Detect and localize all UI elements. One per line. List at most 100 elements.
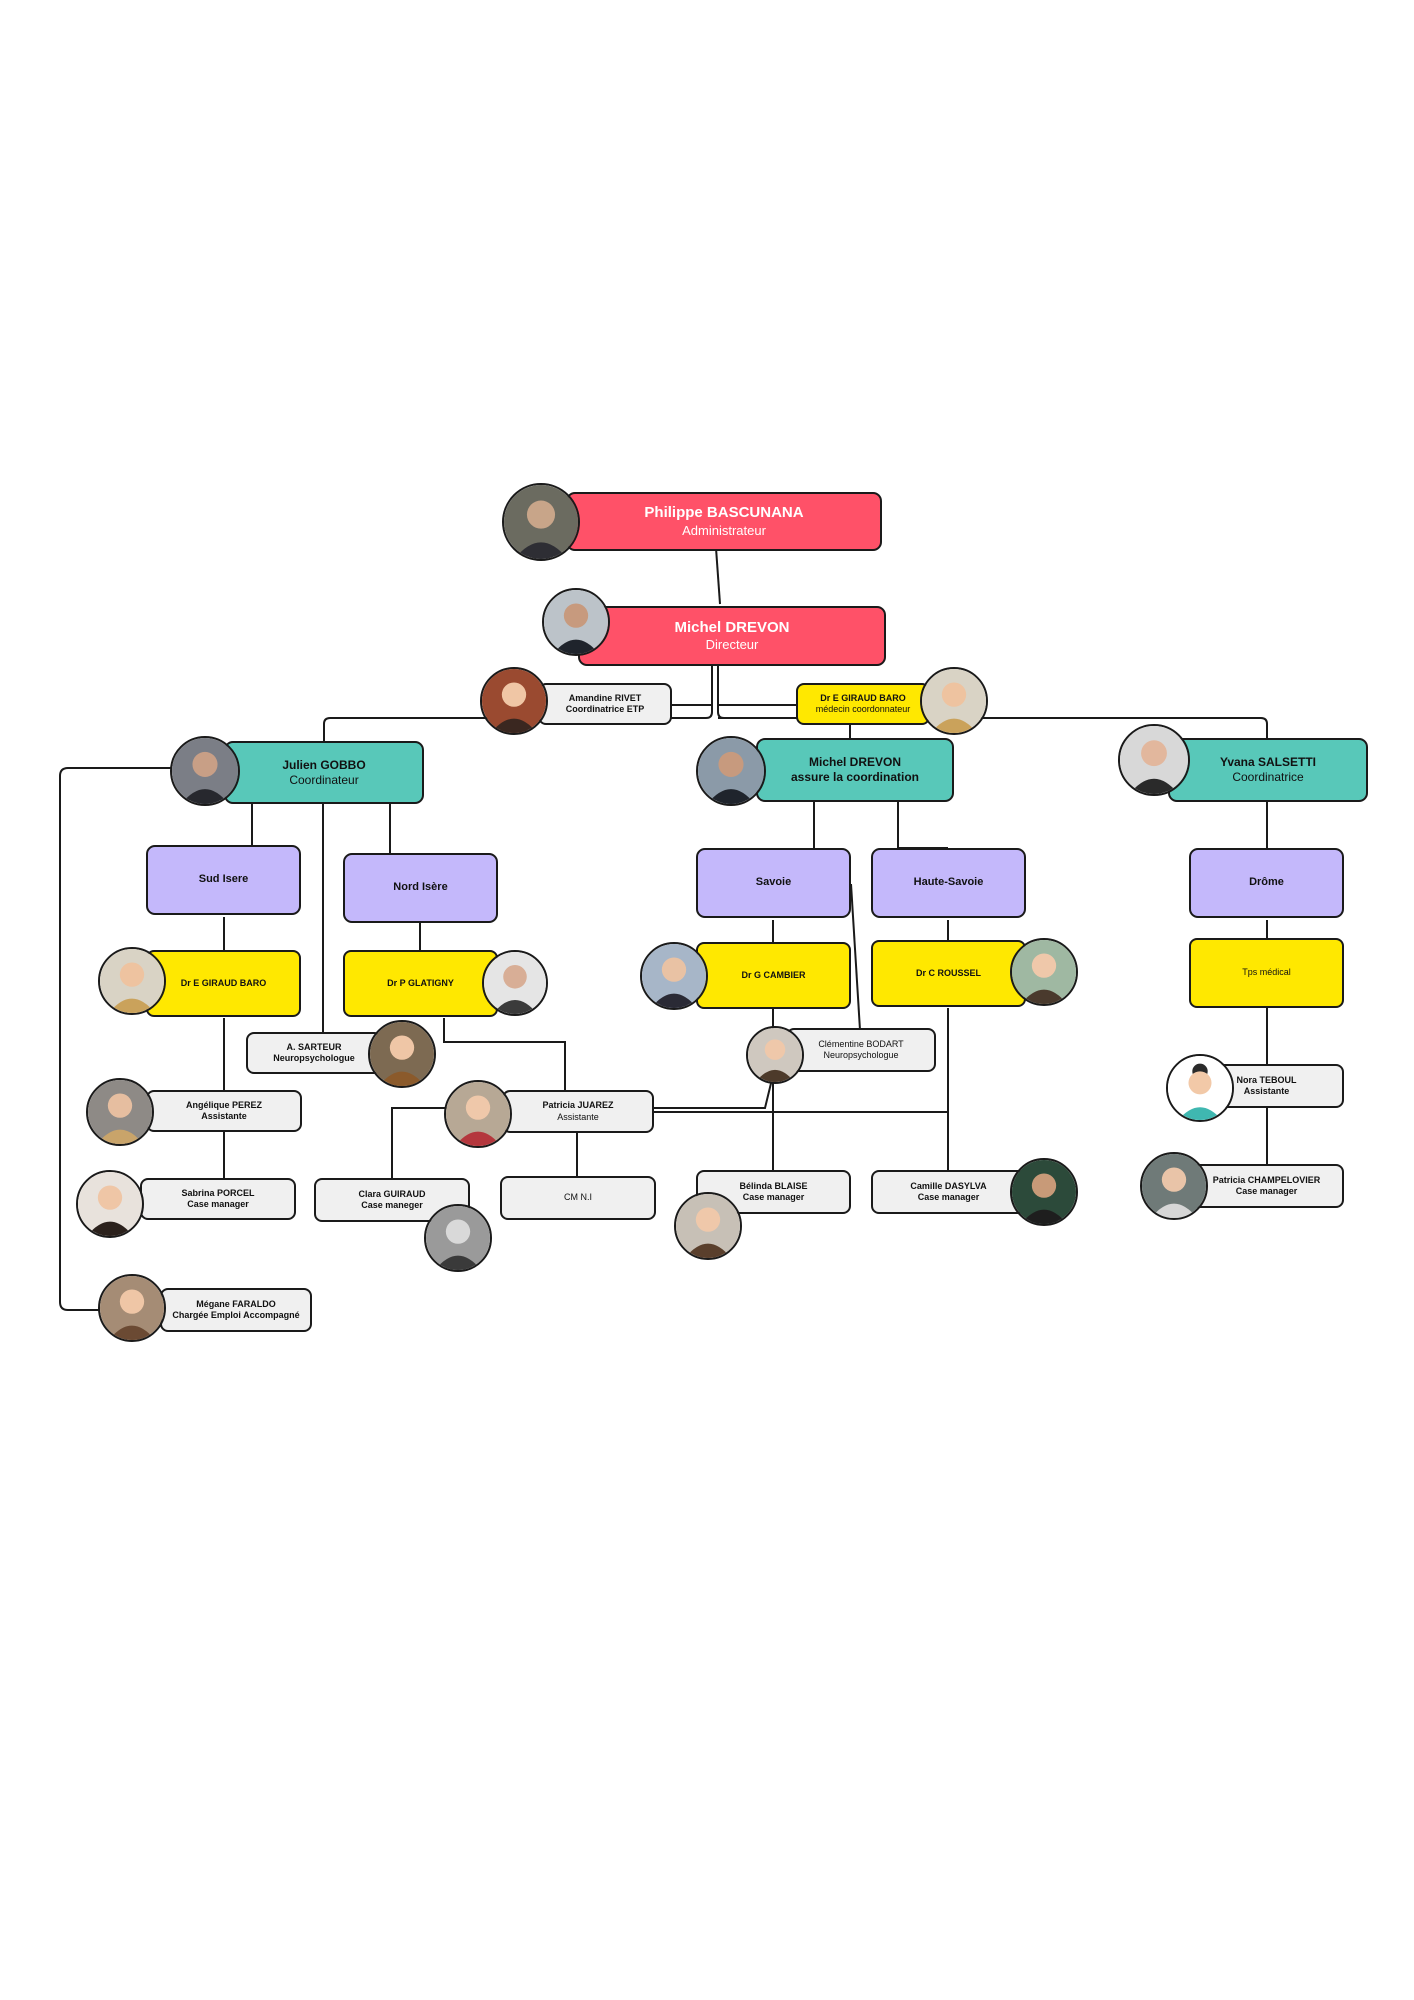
link-admin-director [715,547,721,605]
node-name: Drôme [1249,876,1284,889]
node-name: Tps médical [1242,967,1291,978]
avatar-giraud-top [920,667,988,735]
node-role: Assistante [557,1111,599,1122]
node-drevon-coordination[interactable]: Michel DREVON assure la coordination [756,738,954,802]
avatar-giraud-sud [98,947,166,1015]
link-gobbo-faraldo [59,767,172,1311]
node-name: Michel DREVON [808,755,901,769]
node-role: Case manager [187,1199,249,1209]
avatar-drevon-coord [696,736,766,806]
node-role: Assistante [1243,1086,1290,1096]
node-name: Angélique PEREZ [185,1099,262,1110]
node-giraud-medecin[interactable]: Dr E GIRAUD BARO médecin coordonnateur [796,683,930,725]
avatar-juarez [444,1080,512,1148]
node-role: Chargée Emploi Accompagné [172,1310,300,1320]
node-drevon-directeur[interactable]: Michel DREVON Directeur [578,606,886,666]
node-name: Julien GOBBO [282,757,366,772]
avatar-rivet [480,667,548,735]
node-cambier[interactable]: Dr G CAMBIER [696,942,851,1009]
node-region-nord-isere[interactable]: Nord Isère [343,853,498,923]
node-name: Dr C ROUSSEL [915,967,981,978]
avatar-champelovier [1140,1152,1208,1220]
node-name: Yvana SALSETTI [1219,755,1317,769]
avatar-dasylva [1010,1158,1078,1226]
avatar-roussel [1010,938,1078,1006]
node-name: Michel DREVON [674,618,790,636]
node-role: Assistante [201,1111,247,1121]
link-glatigny-juarez [443,1018,566,1090]
node-name: Haute-Savoie [913,876,984,889]
avatar-guiraud [424,1204,492,1272]
node-salsetti[interactable]: Yvana SALSETTI Coordinatrice [1168,738,1368,802]
node-sarteur[interactable]: A. SARTEUR Neuropsychologue [246,1032,382,1074]
node-name: Sabrina PORCEL [181,1187,255,1198]
avatar-sarteur [368,1020,436,1088]
node-porcel[interactable]: Sabrina PORCEL Case manager [140,1178,296,1220]
node-name: Patricia JUAREZ [542,1100,614,1111]
node-faraldo[interactable]: Mégane FARALDO Chargée Emploi Accompagné [160,1288,312,1332]
avatar-salsetti [1118,724,1190,796]
node-giraud-sud[interactable]: Dr E GIRAUD BARO [146,950,301,1017]
avatar-bascunana [502,483,580,561]
link-coord-hsavoie [850,799,948,849]
node-name: Bélinda BLAISE [739,1180,808,1191]
node-role: assure la coordination [790,770,920,784]
node-name: Nora TEBOUL [1236,1074,1297,1085]
avatar-teboul [1166,1054,1234,1122]
node-name: CM N.I [564,1192,592,1203]
node-name: A. SARTEUR [286,1041,342,1052]
avatar-gobbo [170,736,240,806]
node-region-haute-savoie[interactable]: Haute-Savoie [871,848,1026,918]
node-champelovier[interactable]: Patricia CHAMPELOVIER Case manager [1189,1164,1344,1208]
avatar-faraldo [98,1274,166,1342]
node-name: Philippe BASCUNANA [644,504,804,521]
link-cambier-juarez [652,1074,774,1109]
node-name: Dr G CAMBIER [741,969,806,980]
node-role: Neuropsychologue [823,1050,899,1060]
node-name: Patricia CHAMPELOVIER [1212,1174,1321,1185]
node-juarez[interactable]: Patricia JUAREZ Assistante [502,1090,654,1133]
node-role: Neuropsychologue [273,1053,355,1063]
node-name: Clara GUIRAUD [358,1188,426,1199]
node-region-drome[interactable]: Drôme [1189,848,1344,918]
node-cmni[interactable]: CM N.I [500,1176,656,1220]
node-name: Camille DASYLVA [910,1180,987,1191]
node-perez[interactable]: Angélique PEREZ Assistante [146,1090,302,1132]
avatar-perez [86,1078,154,1146]
node-name: Clémentine BODART [818,1038,904,1049]
node-role: Coordinatrice ETP [565,704,645,714]
node-role: médecin coordonnateur [815,704,911,714]
node-name: Dr E GIRAUD BARO [820,692,906,703]
node-name: Dr E GIRAUD BARO [180,977,267,988]
node-bascunana[interactable]: Philippe BASCUNANA Administrateur [566,492,882,551]
node-glatigny[interactable]: Dr P GLATIGNY [343,950,498,1017]
node-bodart[interactable]: Clémentine BODART Neuropsychologue [786,1028,936,1072]
node-dasylva[interactable]: Camille DASYLVA Case manager [871,1170,1026,1214]
node-name: Sud Isere [198,873,249,886]
avatar-porcel [76,1170,144,1238]
avatar-blaise [674,1192,742,1260]
avatar-drevon [542,588,610,656]
node-tps-medical[interactable]: Tps médical [1189,938,1344,1008]
node-name: Savoie [755,876,792,889]
node-gobbo[interactable]: Julien GOBBO Coordinateur [224,741,424,804]
avatar-bodart [746,1026,804,1084]
node-rivet[interactable]: Amandine RIVET Coordinatrice ETP [538,683,672,725]
link-savoie-bodart [850,883,861,1031]
node-role: Administrateur [682,522,766,538]
node-region-savoie[interactable]: Savoie [696,848,851,918]
node-role: Case manager [742,1192,805,1202]
avatar-cambier [640,942,708,1010]
node-role: Case manager [1235,1186,1298,1196]
node-region-sud-isere[interactable]: Sud Isere [146,845,301,915]
node-role: Directeur [705,637,759,653]
node-role: Case manager [917,1192,980,1202]
node-name: Nord Isère [393,881,448,894]
node-roussel[interactable]: Dr C ROUSSEL [871,940,1026,1007]
node-blaise[interactable]: Bélinda BLAISE Case manager [696,1170,851,1214]
node-role: Case maneger [361,1200,423,1210]
node-name: Mégane FARALDO [196,1298,276,1309]
avatar-glatigny [482,950,548,1016]
